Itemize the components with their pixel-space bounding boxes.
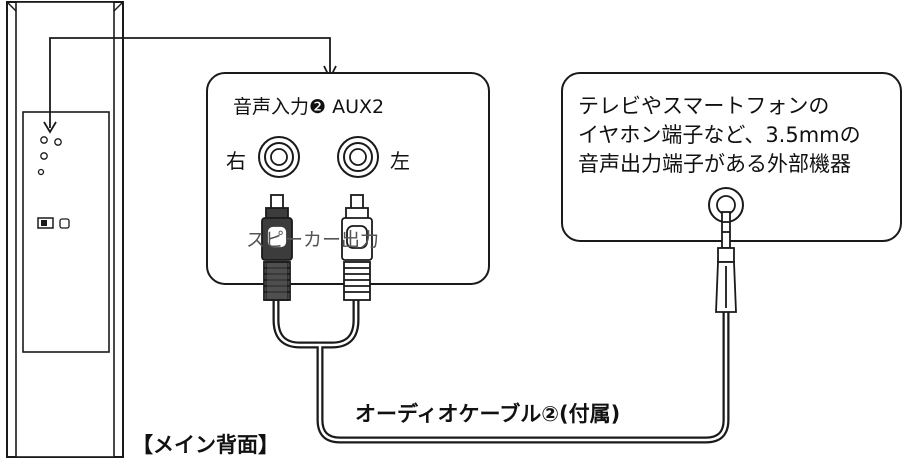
aux-title: 音声入力❷ AUX2 xyxy=(233,96,385,118)
jack-icon xyxy=(40,136,48,144)
headphone-jack-icon xyxy=(708,187,744,223)
external-device-line-1: テレビやスマートフォンの xyxy=(578,94,830,118)
left-channel-label: 左 xyxy=(390,149,410,173)
rca-jack-right-icon xyxy=(258,136,300,178)
rca-plug-dark xyxy=(261,194,293,301)
jack-icon xyxy=(37,168,45,176)
external-device-line-3: 音声出力端子がある外部機器 xyxy=(578,152,851,176)
cable-label: オーディオケーブル②(付属) xyxy=(355,402,621,426)
mini-plug xyxy=(715,211,737,313)
power-socket-icon xyxy=(59,218,70,229)
rca-plug-light xyxy=(341,194,373,301)
speaker-output-label: スピーカー出力 xyxy=(246,229,380,251)
jack-icon xyxy=(40,152,48,160)
right-channel-label: 右 xyxy=(226,149,246,173)
main-back-label: 【メイン背面】 xyxy=(132,433,279,457)
jack-icon xyxy=(54,138,62,146)
external-device-box xyxy=(561,72,902,242)
external-device-line-2: イヤホン端子など、3.5mmの xyxy=(578,123,861,147)
main-unit-back xyxy=(6,1,124,458)
rear-panel xyxy=(22,111,110,353)
rca-jack-left-icon xyxy=(337,136,379,178)
